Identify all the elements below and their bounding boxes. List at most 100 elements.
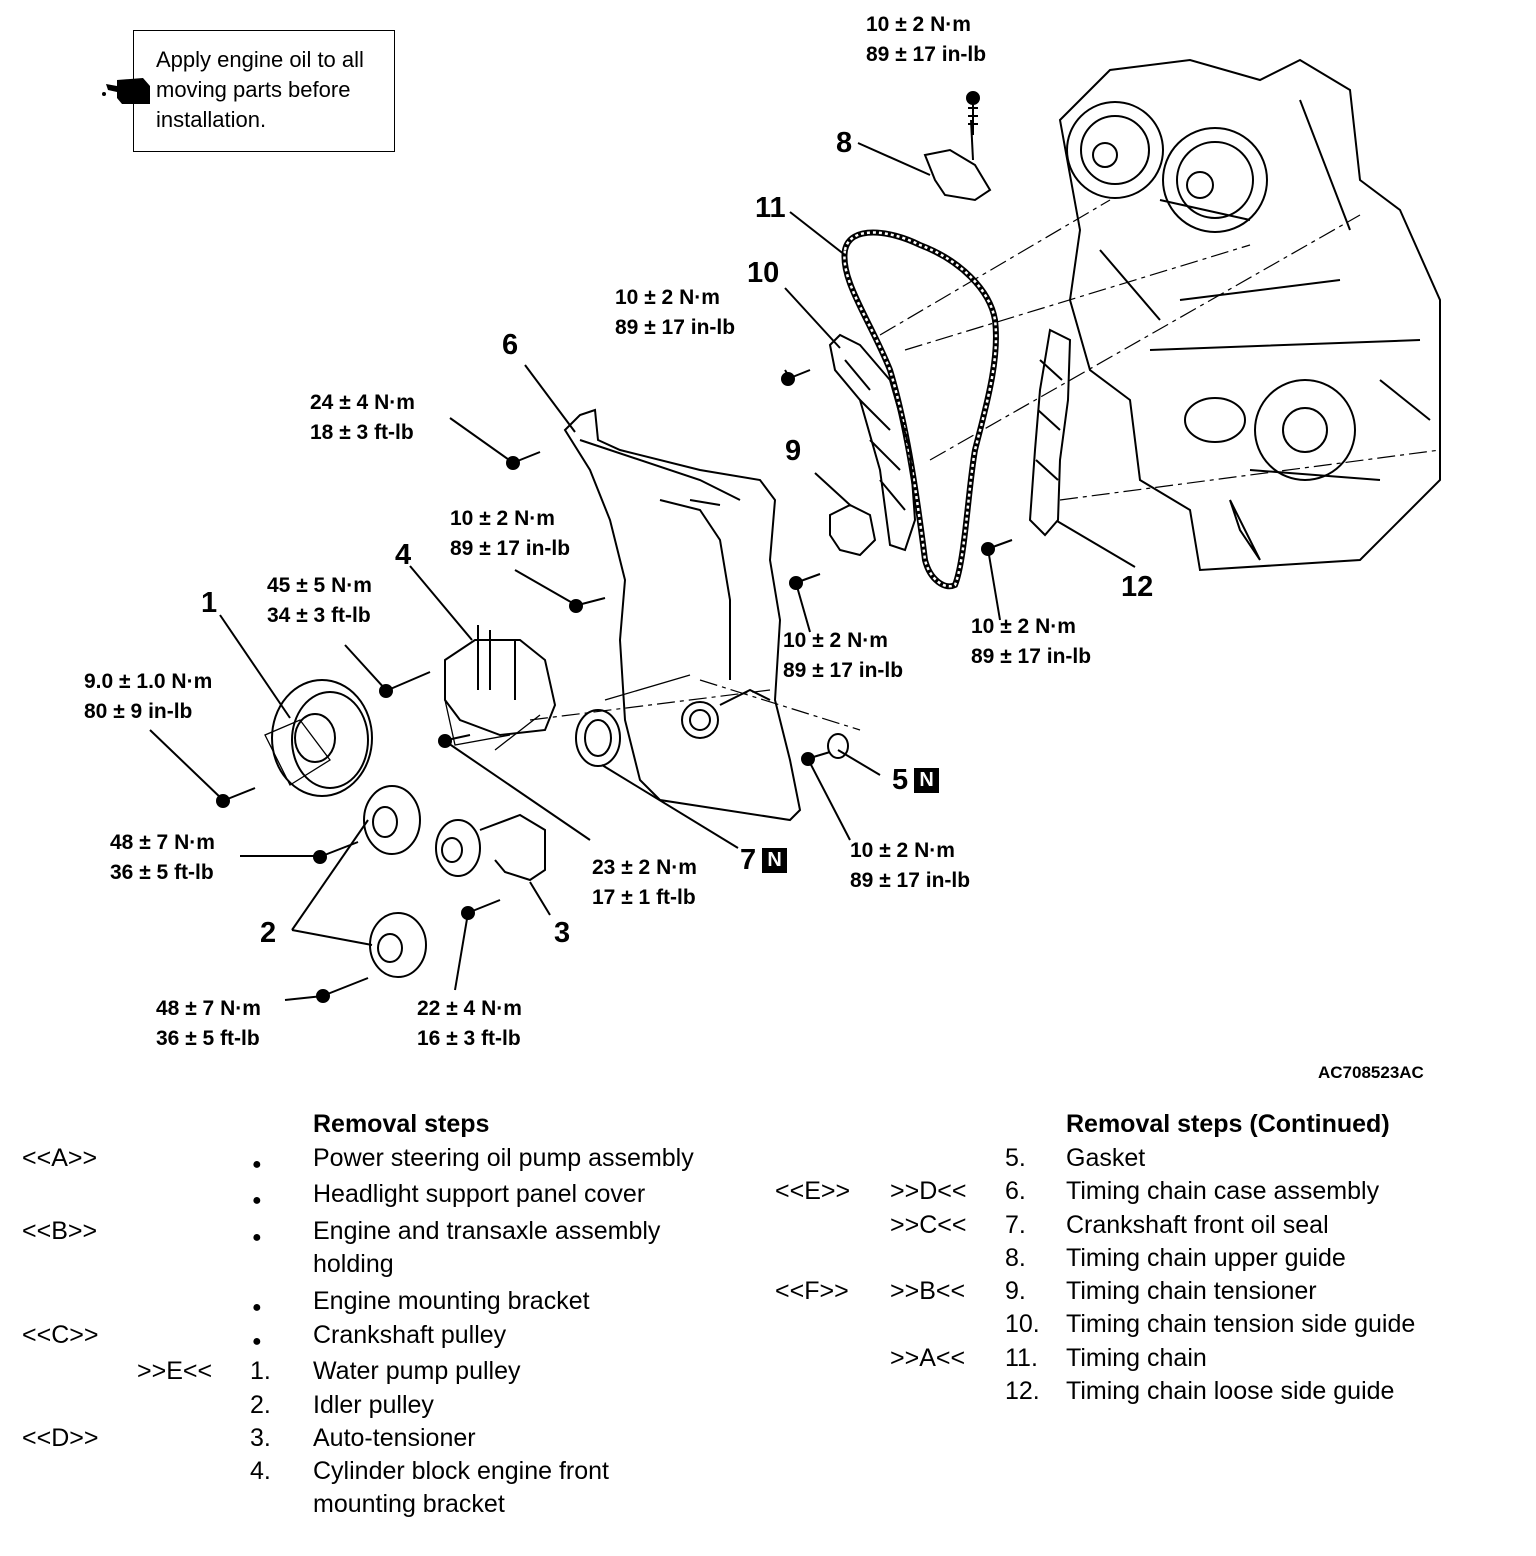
step-number: ● bbox=[252, 1192, 262, 1209]
removal-step-row: ● Engine mounting bracket bbox=[0, 1285, 760, 1318]
step-inspection-mark: <<C>> bbox=[22, 1321, 99, 1349]
step-number: 6. bbox=[1005, 1177, 1026, 1205]
step-text: Gasket bbox=[1066, 1144, 1146, 1172]
removal-step-row: 10.Timing chain tension side guide bbox=[760, 1308, 1520, 1341]
removal-steps-right: Removal steps (Continued) 5.Gasket<<E>> >… bbox=[760, 1108, 1520, 1428]
step-text: Timing chain case assembly bbox=[1066, 1177, 1380, 1205]
callout-12: 12 bbox=[1121, 571, 1154, 603]
removal-step-row: >>E<< 1. Water pump pulley bbox=[0, 1355, 760, 1388]
callout-3: 3 bbox=[554, 917, 571, 949]
removal-step-row: <<B>>●Engine and transaxle assembly bbox=[0, 1215, 760, 1248]
callout-9: 9 bbox=[785, 435, 802, 467]
step-text: Crankshaft pulley bbox=[313, 1321, 507, 1349]
timing-chain bbox=[841, 229, 999, 590]
step-text: Auto-tensioner bbox=[313, 1424, 476, 1452]
timing-chain-case bbox=[563, 408, 802, 822]
removal-step-row: 12.Timing chain loose side guide bbox=[760, 1375, 1520, 1408]
removal-step-row: >>A<< 11. Timing chain bbox=[760, 1342, 1520, 1375]
callout-2: 2 bbox=[260, 917, 277, 949]
upper-guide bbox=[923, 148, 992, 202]
step-text: Timing chain upper guide bbox=[1066, 1244, 1346, 1272]
step-number: ● bbox=[252, 1333, 262, 1350]
oil-note-box: Apply engine oil to all moving parts bef… bbox=[133, 30, 395, 152]
exploded-engine-diagram bbox=[102, 58, 1441, 1003]
step-number: ● bbox=[252, 1299, 262, 1316]
removal-step-row: holding bbox=[0, 1248, 760, 1281]
callout-10: 10 bbox=[747, 257, 780, 289]
removal-step-row: <<A>> ● Power steering oil pump assembly bbox=[0, 1142, 760, 1175]
callout-4: 4 bbox=[395, 539, 412, 571]
removal-step-row: 8. Timing chain upper guide bbox=[760, 1242, 1520, 1275]
oil-seal bbox=[575, 709, 621, 767]
step-text: Cylinder block engine front bbox=[313, 1457, 609, 1485]
step-text: Engine and transaxle assembly bbox=[313, 1217, 661, 1245]
step-number: 9. bbox=[1005, 1277, 1026, 1305]
mounting-bracket bbox=[444, 625, 557, 751]
tension-side-guide bbox=[828, 333, 917, 552]
step-procedure-mark: >>C<< bbox=[890, 1211, 967, 1239]
step-number: ● bbox=[252, 1156, 262, 1173]
step-procedure-mark: >>E<< bbox=[137, 1357, 213, 1385]
auto-tensioner bbox=[435, 813, 546, 882]
step-number: 11. bbox=[1005, 1344, 1038, 1372]
step-inspection-mark: <<D>> bbox=[22, 1424, 99, 1452]
illustration-reference-code: AC708523AC bbox=[1318, 1063, 1424, 1082]
removal-step-row: <<C>> ● Crankshaft pulley bbox=[0, 1319, 760, 1352]
step-number: 8. bbox=[1005, 1244, 1026, 1272]
step-text: holding bbox=[313, 1250, 394, 1278]
removal-step-row: ●Headlight support panel cover bbox=[0, 1178, 760, 1211]
callout-11: 11 bbox=[755, 192, 786, 224]
removal-step-row: <<F>> >>B<< 9. Timing chain tensioner bbox=[760, 1275, 1520, 1308]
step-inspection-mark: <<A>> bbox=[22, 1144, 98, 1172]
loose-side-guide bbox=[1028, 328, 1072, 537]
step-text: Timing chain tension side guide bbox=[1066, 1310, 1416, 1338]
new-part-badge: N bbox=[762, 848, 788, 873]
step-procedure-mark: >>A<< bbox=[890, 1344, 966, 1372]
step-procedure-mark: >>D<< bbox=[890, 1177, 967, 1205]
step-text: Timing chain loose side guide bbox=[1066, 1377, 1395, 1405]
tensioner bbox=[829, 503, 877, 557]
step-number: ● bbox=[252, 1229, 262, 1246]
step-procedure-mark: >>B<< bbox=[890, 1277, 966, 1305]
callout-8: 8 bbox=[836, 127, 853, 159]
step-number: 2. bbox=[250, 1391, 271, 1419]
step-text: Engine mounting bracket bbox=[313, 1287, 590, 1315]
engine-block-illustration bbox=[1058, 58, 1441, 572]
callout-1: 1 bbox=[201, 587, 218, 619]
step-inspection-mark: <<E>> bbox=[775, 1177, 851, 1205]
removal-step-row: <<D>>3.Auto-tensioner bbox=[0, 1422, 760, 1455]
step-number: 1. bbox=[250, 1357, 271, 1385]
callout-6: 6 bbox=[502, 329, 519, 361]
idler-pulley-upper bbox=[363, 785, 421, 855]
removal-step-row: 2.Idler pulley bbox=[0, 1389, 760, 1422]
step-number: 7. bbox=[1005, 1211, 1026, 1239]
water-pump-pulley bbox=[264, 679, 373, 797]
step-text: Water pump pulley bbox=[313, 1357, 521, 1385]
removal-steps-left: Removal steps <<A>>●Power steering oil p… bbox=[0, 1108, 760, 1528]
step-text: mounting bracket bbox=[313, 1490, 505, 1518]
step-number: 4. bbox=[250, 1457, 271, 1485]
new-part-badge: N bbox=[914, 768, 940, 793]
step-inspection-mark: <<F>> bbox=[775, 1277, 849, 1305]
removal-step-row: 4. Cylinder block engine front bbox=[0, 1455, 760, 1488]
step-text: Power steering oil pump assembly bbox=[313, 1144, 694, 1172]
removal-step-row: >>C<<7.Crankshaft front oil seal bbox=[760, 1209, 1520, 1242]
step-text: Timing chain tensioner bbox=[1066, 1277, 1317, 1305]
removal-steps-continued-heading: Removal steps (Continued) bbox=[1066, 1110, 1390, 1138]
step-text: Timing chain bbox=[1066, 1344, 1207, 1372]
removal-step-row: 5.Gasket bbox=[760, 1142, 1520, 1175]
